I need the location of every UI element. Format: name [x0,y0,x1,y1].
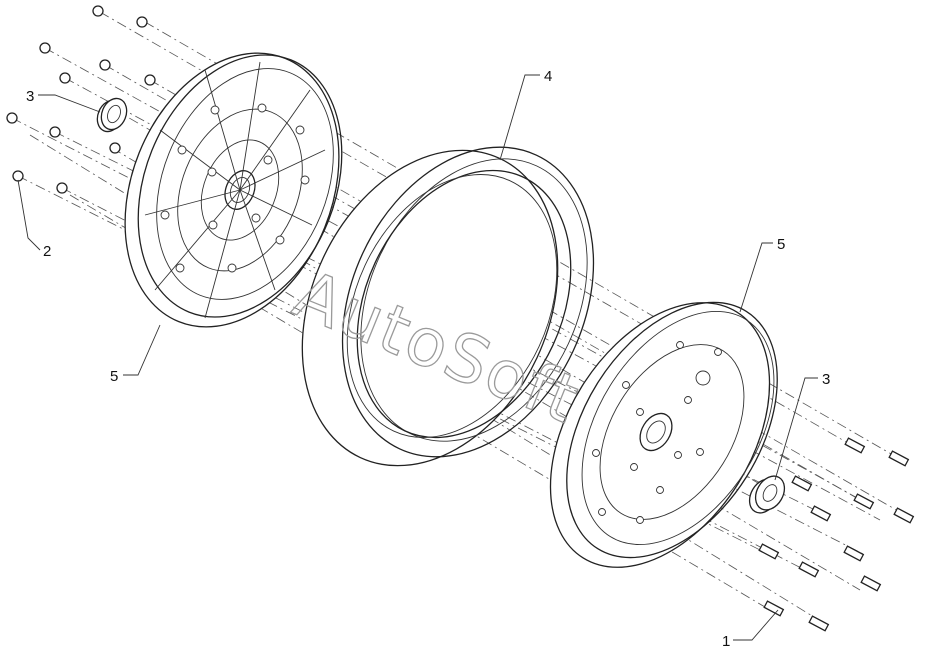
bearing-seal-right [748,475,786,514]
callout-3-right: 3 [822,371,830,388]
callout-1: 1 [722,633,730,650]
left-wheel-disc [124,52,343,328]
nuts [6,5,156,194]
bearing-seal-left [96,97,128,133]
tire-rim [301,146,595,467]
right-wheel-disc [549,301,778,568]
bolts [758,437,915,632]
leader-lines [17,74,818,641]
callout-5-left: 5 [110,368,118,385]
callout-4: 4 [544,68,552,85]
callout-5-right: 5 [777,236,785,253]
callout-2: 2 [43,243,51,260]
callout-3-left: 3 [26,88,34,105]
